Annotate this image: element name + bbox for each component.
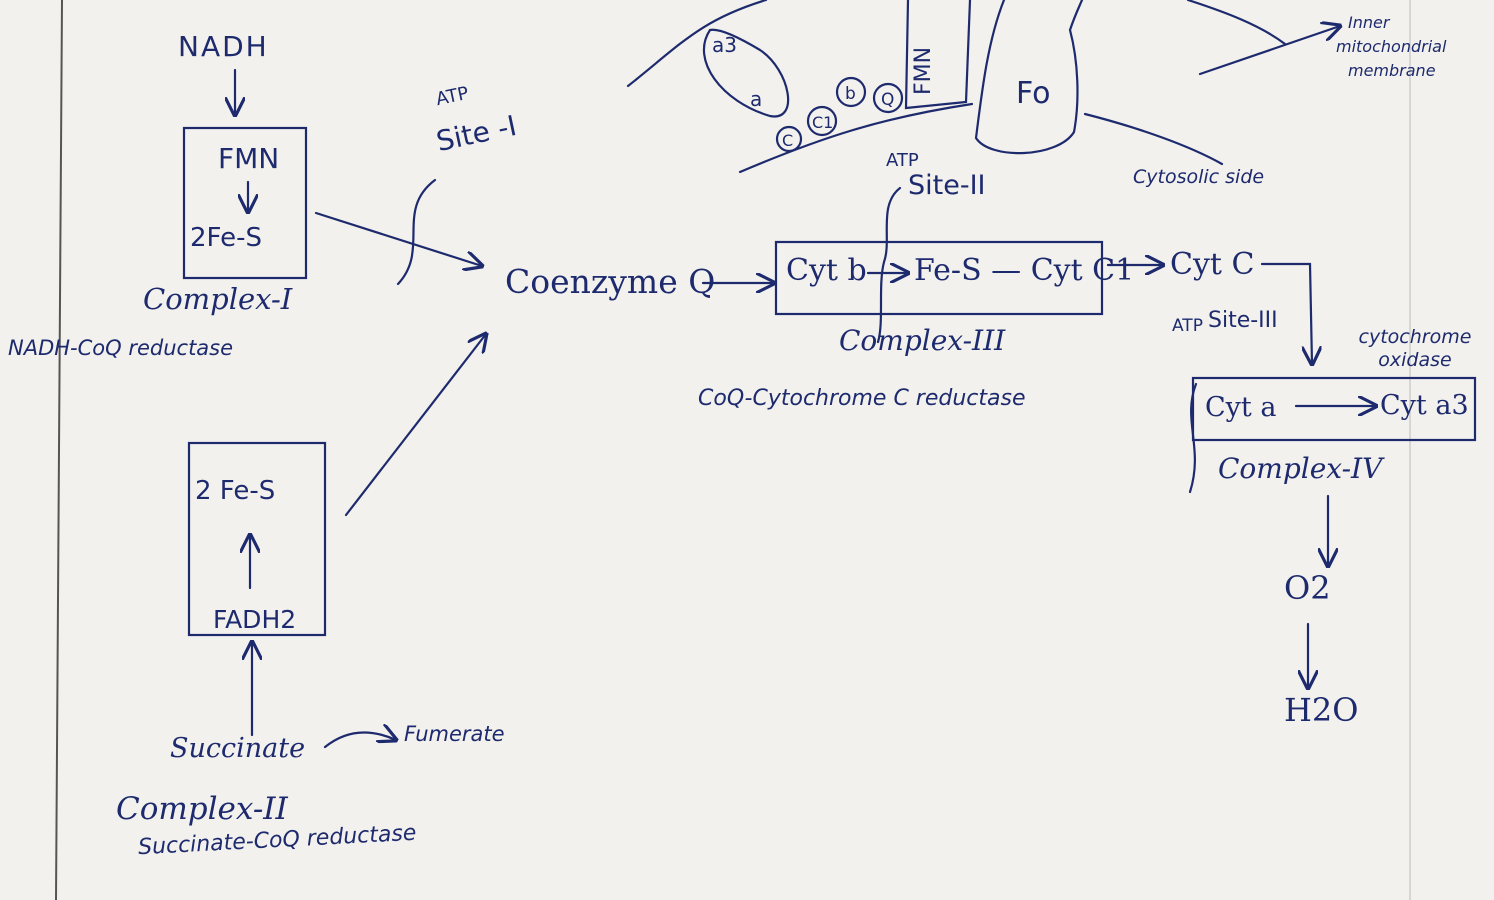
a3-label: a3: [712, 33, 737, 57]
o2-label: O2: [1284, 572, 1331, 604]
complex1-fes-label: 2Fe-S: [190, 225, 262, 251]
site2-atp: ATP: [886, 152, 919, 170]
fumarate-label: Fumerate: [404, 724, 505, 745]
complex3-enzyme: CoQ-Cytochrome C reductase: [698, 388, 1026, 410]
cytochrome-oxidase-label: cytochrome oxidase: [1345, 326, 1485, 372]
complex3-name: Complex-III: [839, 327, 1005, 355]
margin-line-left: [56, 0, 62, 900]
succinate-label: Succinate: [170, 735, 305, 762]
cytosolic-side-label: Cytosolic side: [1133, 168, 1264, 187]
site1-wavy-line: [398, 180, 435, 284]
complex4-name: Complex-IV: [1218, 455, 1382, 483]
membrane-right-top-arc: [1188, 0, 1285, 44]
site3-atp: ATP: [1172, 318, 1203, 335]
q-label: Q: [881, 90, 894, 110]
fes-cytc1-label: Fe-S — Cyt C1: [914, 256, 1134, 286]
inner-membrane-line2: mitochondrial: [1336, 37, 1447, 56]
fo-label: Fo: [1016, 76, 1051, 111]
b-label: b: [845, 84, 856, 104]
fmn-label: FMN: [218, 145, 279, 173]
cytc-label: Cyt C: [1170, 250, 1254, 280]
fadh2-label: FADH2: [213, 607, 296, 632]
coenzyme-q-label: Coenzyme Q: [505, 265, 715, 298]
complex1-enzyme: NADH-CoQ reductase: [8, 338, 233, 359]
a-label: a: [750, 87, 762, 111]
complex1-name: Complex-I: [143, 285, 292, 314]
complex2-name: Complex-II: [116, 794, 288, 825]
h2o-label: H2O: [1284, 694, 1359, 726]
membrane-right-arc: [1085, 114, 1222, 164]
cyta3-label: Cyt a3: [1380, 392, 1469, 419]
membrane-inner-arc: [740, 104, 972, 172]
inner-membrane-line1: Inner: [1348, 13, 1391, 32]
nadh-label: NADH: [178, 33, 269, 61]
membrane-outer-arc: [628, 0, 766, 86]
inner-membrane-line3: membrane: [1348, 61, 1436, 80]
site2-wavy-line: [878, 188, 900, 342]
cytb-label: Cyt b: [786, 256, 867, 286]
site3-label: Site-III: [1208, 310, 1278, 332]
arrow-complex2-to-coq: [346, 334, 486, 515]
c1-label: C1: [812, 113, 833, 132]
fmn-membrane-label: FMN: [911, 47, 936, 95]
arrow-complex1-to-coq: [316, 213, 482, 266]
inner-membrane-label: Inner mitochondrial membrane: [1336, 13, 1451, 80]
arrow-succinate-to-fumarate: [325, 732, 396, 747]
c-label: C: [782, 131, 793, 150]
site2-label: Site-II: [908, 172, 986, 199]
cyta-label: Cyt a: [1205, 394, 1276, 421]
complex2-fes-label: 2 Fe-S: [195, 478, 275, 504]
